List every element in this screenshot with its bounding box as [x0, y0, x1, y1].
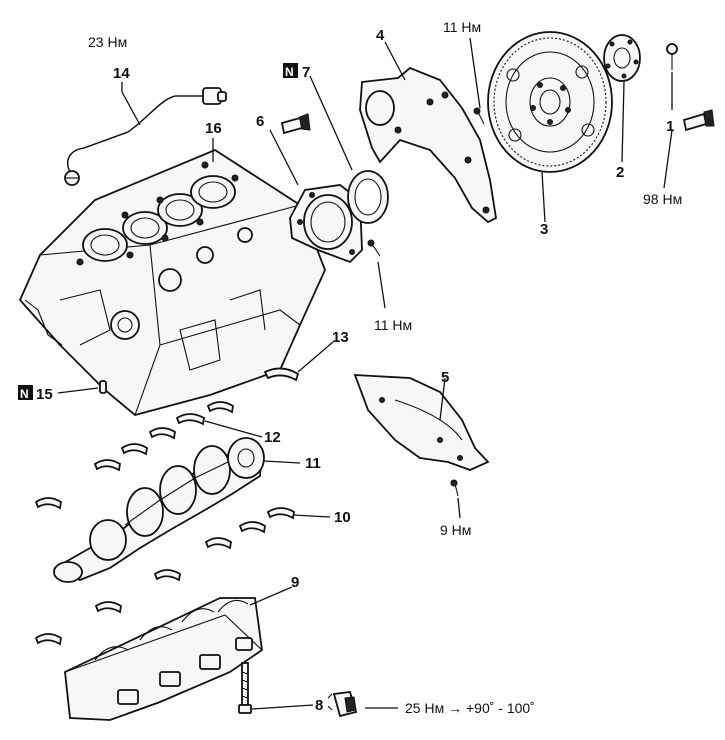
callout-1-number: 1: [666, 118, 674, 135]
callout-12-number: 12: [264, 429, 281, 446]
part-5-cover-plate: [353, 374, 490, 497]
callout-4-torque: 11 Нм: [443, 19, 481, 35]
part-9-bearing-caps: [64, 597, 263, 721]
part-4-rear-plate: [359, 66, 497, 224]
callout-2-number: 2: [616, 164, 624, 181]
part-2-adapter-plate: [603, 34, 641, 82]
callout-labels: 23 Нм 14 16 6 N 7 4 11 Нм 3 2 1 98 Нм 11…: [18, 19, 682, 716]
callout-6-torque: 11 Нм: [374, 317, 412, 333]
callout-8-number: 8: [315, 697, 323, 714]
callout-13-number: 13: [332, 329, 349, 346]
callout-7-badge-box: [283, 63, 298, 78]
bearing-shells: [34, 367, 300, 646]
callout-11-number: 11: [305, 455, 321, 472]
callout-9-number: 9: [291, 574, 299, 591]
callout-6-number: 6: [256, 113, 264, 130]
callout-15-badge: N: [20, 387, 29, 401]
callout-4-number: 4: [376, 27, 385, 44]
callout-8-torque: 25 Нм → +90˚ - 100˚: [405, 700, 535, 716]
part-7-oil-seal: [347, 170, 389, 224]
callout-5-torque: 9 Нм: [440, 522, 471, 538]
callout-15-badge-box: [18, 385, 33, 400]
callout-16-number: 16: [205, 120, 222, 137]
callout-14-torque: 23 Нм: [88, 34, 127, 50]
callout-1-torque: 98 Нм: [643, 191, 682, 207]
part-11-crankshaft: [53, 437, 265, 583]
part-6-seal-housing: [280, 113, 363, 264]
part-6-bolt: [367, 239, 381, 257]
part-3-flywheel: [487, 31, 613, 173]
callout-10-number: 10: [334, 509, 351, 526]
part-16-cylinder-block: [18, 148, 326, 416]
callout-5-number: 5: [441, 369, 449, 386]
callout-14-number: 14: [113, 65, 130, 82]
callout-15-number: 15: [36, 386, 53, 403]
part-8-cap-bolt: [238, 662, 358, 718]
callout-7-badge: N: [285, 65, 294, 79]
callout-7-number: 7: [302, 64, 310, 81]
part-15-dowel-pin: [99, 380, 107, 394]
part-1-bolt: [666, 43, 715, 132]
callout-3-number: 3: [540, 221, 548, 238]
part-14-sensor-cable: [64, 87, 227, 186]
leader-lines: [57, 37, 673, 710]
